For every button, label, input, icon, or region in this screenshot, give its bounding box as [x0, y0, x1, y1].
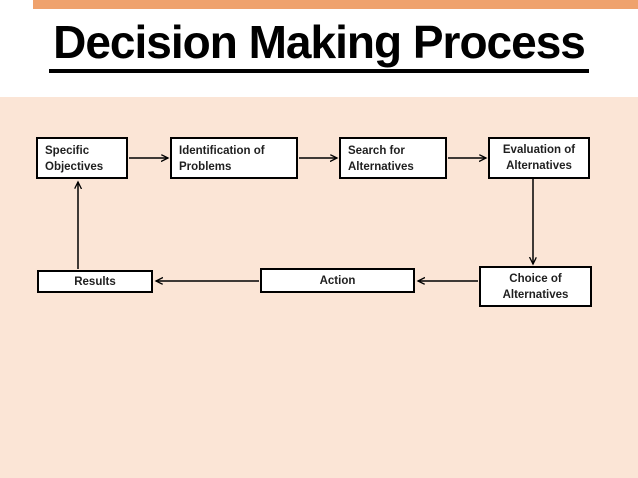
flow-node-choice-of-alternatives: Choice of Alternatives: [479, 266, 592, 307]
node-label-line: Objectives: [45, 161, 104, 173]
node-label-line: Alternatives: [502, 288, 569, 301]
page-title-text: Decision Making Process: [49, 16, 589, 73]
node-label-line: Alternatives: [348, 161, 414, 173]
flow-node-identification-of-problems: Identification of Problems: [170, 137, 298, 179]
flow-node-results: Results: [37, 270, 153, 293]
flowchart-area: Specific Objectives Identification of Pr…: [0, 97, 638, 478]
node-label-line: Search for: [348, 145, 405, 157]
flow-node-evaluation-of-alternatives: Evaluation of Alternatives: [488, 137, 590, 179]
node-label-line: Alternatives: [506, 160, 572, 172]
page-title: Decision Making Process: [0, 16, 638, 73]
node-label-line: Action: [319, 274, 356, 287]
node-label-line: Specific: [45, 145, 90, 157]
flow-node-action: Action: [260, 268, 415, 293]
node-label-line: Problems: [179, 161, 232, 173]
top-accent-bar: [33, 0, 638, 9]
node-label-line: Choice of: [509, 272, 562, 285]
node-label-line: Identification of: [179, 145, 265, 157]
flow-node-search-for-alternatives: Search for Alternatives: [339, 137, 447, 179]
node-label-line: Evaluation of: [502, 144, 576, 156]
node-label-line: Results: [74, 275, 116, 288]
flow-node-specific-objectives: Specific Objectives: [36, 137, 128, 179]
